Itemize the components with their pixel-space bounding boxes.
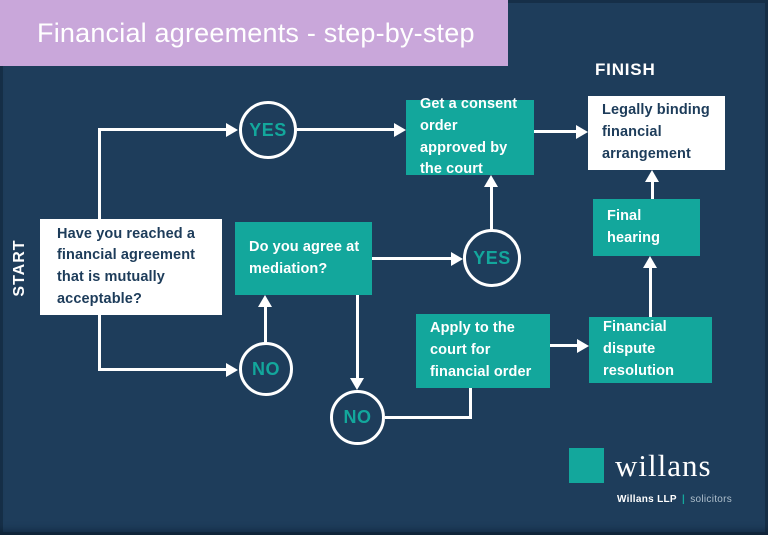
decision-yes-top-text: YES bbox=[249, 119, 287, 140]
willans-firm-name: Willans LLP bbox=[617, 494, 677, 505]
arrowhead-to-finish bbox=[576, 125, 588, 139]
connector-fdr-to-final bbox=[649, 266, 652, 317]
arrowhead-to-no bbox=[226, 363, 238, 377]
arrowhead-to-yes-top bbox=[226, 123, 238, 137]
connector-question-to-no bbox=[98, 368, 226, 371]
node-question-text: Have you reached a financial agreement t… bbox=[57, 225, 196, 307]
node-final-hearing: Final hearing bbox=[593, 199, 700, 256]
node-apply-court-text: Apply to the court for financial order bbox=[430, 320, 532, 380]
node-apply-court: Apply to the court for financial order bbox=[416, 314, 550, 388]
arrowhead-to-mediation bbox=[258, 295, 272, 307]
connector-no2-up bbox=[469, 388, 472, 419]
node-dispute-resolution: Financial dispute resolution bbox=[589, 317, 712, 383]
start-label: START bbox=[11, 239, 28, 297]
node-consent-order: Get a consent order approved by the cour… bbox=[406, 96, 534, 177]
willans-separator: | bbox=[681, 494, 686, 505]
node-legally-binding: Legally binding financial arrangement bbox=[588, 96, 725, 170]
node-dispute-resolution-text: Financial dispute resolution bbox=[603, 319, 675, 379]
connector-question-up bbox=[98, 129, 101, 221]
title-banner: Financial agreements - step-by-step bbox=[0, 0, 508, 66]
arrowhead-to-consent bbox=[394, 123, 406, 137]
connector-no-to-mediation bbox=[264, 304, 267, 343]
arrowhead-yes2-to-consent bbox=[484, 175, 498, 187]
connector-yes2-to-consent bbox=[490, 185, 493, 230]
page-title: Financial agreements - step-by-step bbox=[37, 17, 475, 48]
arrowhead-final-to-finish bbox=[645, 170, 659, 182]
finish-label: FINISH bbox=[595, 60, 656, 79]
node-legally-binding-text: Legally binding financial arrangement bbox=[602, 102, 710, 162]
decision-no-question-text: NO bbox=[252, 358, 280, 379]
connector-no2-right bbox=[385, 416, 472, 419]
node-mediation: Do you agree at mediation? bbox=[235, 222, 372, 295]
connector-apply-to-fdr bbox=[550, 344, 578, 347]
connector-mediation-to-no bbox=[356, 295, 359, 378]
connector-question-to-yes bbox=[98, 128, 226, 131]
willans-logo-tagline: Willans LLP | solicitors bbox=[617, 494, 732, 505]
node-mediation-text: Do you agree at mediation? bbox=[249, 238, 360, 277]
arrowhead-to-fdr bbox=[577, 339, 589, 353]
decision-yes-mediation-text: YES bbox=[473, 247, 511, 268]
decision-yes-top: YES bbox=[239, 101, 297, 159]
node-final-hearing-text: Final hearing bbox=[607, 207, 661, 246]
willans-descriptor: solicitors bbox=[690, 494, 733, 505]
connector-final-to-finish bbox=[651, 180, 654, 199]
willans-logo-wordmark: willans bbox=[615, 448, 712, 483]
connector-mediation-to-yes bbox=[372, 257, 452, 260]
connector-question-down bbox=[98, 315, 101, 371]
node-question: Have you reached a financial agreement t… bbox=[40, 219, 222, 315]
connector-yes-to-consent bbox=[297, 128, 394, 131]
decision-no-mediation: NO bbox=[330, 390, 385, 445]
decision-no-question: NO bbox=[239, 342, 293, 396]
arrowhead-to-yes-mediation bbox=[451, 252, 463, 266]
decision-no-mediation-text: NO bbox=[343, 407, 372, 427]
node-consent-order-text: Get a consent order approved by the cour… bbox=[420, 96, 518, 178]
willans-logo-mark bbox=[569, 448, 604, 483]
arrowhead-to-final bbox=[643, 256, 657, 268]
connector-consent-to-finish bbox=[534, 130, 577, 133]
decision-yes-mediation: YES bbox=[463, 229, 521, 287]
arrowhead-mediation-to-no bbox=[350, 378, 364, 390]
